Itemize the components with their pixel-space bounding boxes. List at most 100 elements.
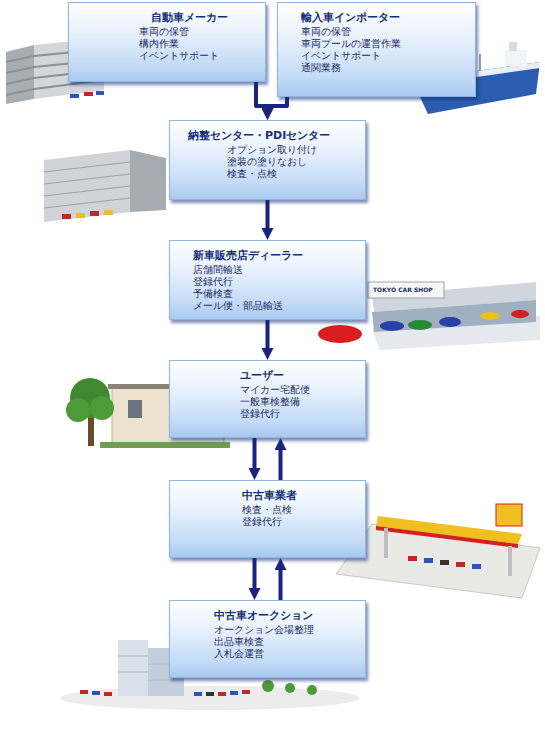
used-car-lot — [336, 504, 540, 598]
service-item: メール便・部品輸送 — [193, 300, 283, 312]
illustration-part — [92, 691, 100, 695]
box-heading: 自動車メーカー — [151, 10, 228, 25]
service-item: 登録代行 — [242, 516, 282, 528]
service-item: 登録代行 — [240, 408, 280, 420]
illustration-part — [80, 690, 88, 694]
illustration-part — [62, 214, 71, 219]
illustration-part — [96, 91, 104, 95]
service-item: 店舗間輸送 — [193, 264, 243, 276]
illustration-part — [242, 690, 250, 694]
illustration-part — [511, 310, 529, 318]
service-item: 塗装の塗りなおし — [227, 156, 307, 168]
illustration-part — [318, 325, 362, 343]
illustration-part — [60, 686, 360, 710]
illustration-part — [6, 89, 34, 95]
illustration-part — [44, 150, 130, 222]
flow-arrow — [267, 320, 268, 352]
illustration-part — [376, 526, 518, 548]
process-box: 納整センター・PDIセンターオプション取り付け塗装の塗りなおし検査・点検 — [169, 120, 366, 200]
arrow-line — [266, 200, 270, 232]
illustration-part — [104, 692, 112, 696]
illustration-part — [456, 562, 465, 567]
illustration-part — [130, 150, 166, 212]
service-item: オプション取り付け — [227, 144, 317, 156]
illustration-part — [44, 162, 130, 208]
illustration-part — [104, 210, 113, 215]
service-item: 出品車検査 — [214, 636, 264, 648]
sign-text: TOKYO CAR SHOP — [372, 286, 434, 293]
illustration-part — [368, 282, 444, 298]
box-heading: 新車販売店ディーラー — [193, 248, 303, 263]
illustration-part — [408, 556, 417, 561]
illustration-part — [66, 398, 90, 422]
process-box: 中古車オークションオークション会場整理出品車検査入札会運営 — [169, 600, 366, 678]
box-heading: 中古車オークション — [214, 608, 313, 623]
illustration-part — [90, 211, 99, 216]
illustration-part — [372, 300, 536, 332]
process-box: 中古車業者検査・点検登録代行 — [169, 480, 366, 558]
arrow-line — [253, 438, 257, 472]
service-item: マイカー宅配便 — [240, 384, 310, 396]
illustration-part — [128, 400, 142, 418]
flow-arrow — [267, 200, 268, 232]
arrow-line — [266, 320, 270, 352]
illustration-part — [206, 692, 214, 696]
service-item: 検査・点検 — [227, 168, 277, 180]
illustration-part — [118, 640, 148, 696]
illustration-part — [84, 92, 93, 96]
box-heading: 納整センター・PDIセンター — [188, 128, 330, 143]
illustration-part — [218, 692, 226, 696]
illustration-part — [70, 94, 79, 98]
service-item: 車両プールの運営作業 — [301, 38, 401, 50]
illustration-part — [307, 685, 317, 695]
illustration-part — [285, 683, 295, 693]
illustration-part — [505, 50, 527, 66]
illustration-part — [44, 186, 130, 196]
service-item: 構内作業 — [139, 38, 179, 50]
illustration-part — [384, 528, 388, 558]
illustration-part — [44, 162, 130, 172]
box-heading: ユーザー — [240, 368, 284, 383]
service-item: イベントサポート — [139, 50, 219, 62]
illustration-part — [439, 317, 461, 327]
process-box: 自動車メーカー車両の保管構内作業イベントサポート — [68, 2, 266, 82]
illustration-part — [496, 504, 522, 526]
illustration-part — [480, 312, 500, 320]
service-item: 予備検査 — [193, 288, 233, 300]
flow-arrow — [255, 438, 281, 480]
illustration-part — [100, 442, 230, 448]
illustration-part — [508, 546, 512, 576]
illustration-part — [118, 672, 148, 673]
flow-arrow — [268, 97, 288, 112]
illustration-part — [262, 680, 274, 692]
service-item: 登録代行 — [193, 276, 233, 288]
illustration-part — [76, 213, 85, 218]
illustration-part — [194, 692, 202, 696]
arrow-line — [279, 566, 283, 600]
illustration-part — [90, 396, 114, 420]
illustration-part — [118, 656, 148, 657]
process-box: ユーザーマイカー宅配便一般車検整備登録代行 — [169, 360, 366, 438]
process-box: 輸入車インポーター車両の保管車両プールの運営作業イベントサポート通関業務 — [277, 2, 476, 97]
pdi-building — [44, 150, 166, 222]
illustration-part — [440, 560, 449, 565]
illustration-part — [380, 321, 404, 331]
service-item: イベントサポート — [301, 50, 381, 62]
arrow-line — [253, 558, 257, 592]
illustration-part — [44, 174, 130, 184]
box-heading: 輸入車インポーター — [301, 10, 400, 25]
illustration-part — [6, 56, 34, 62]
illustration-part — [408, 320, 432, 330]
illustration-part — [6, 45, 34, 104]
illustration-part — [44, 198, 130, 208]
illustration-part — [509, 42, 517, 51]
box-heading: 中古車業者 — [242, 488, 297, 503]
flow-arrow — [255, 558, 281, 600]
illustration-part — [148, 680, 184, 681]
service-item: 一般車検整備 — [240, 396, 300, 408]
illustration-part — [230, 691, 238, 695]
arrow-line — [268, 97, 288, 112]
arrow-line — [279, 446, 283, 480]
process-box: 新車販売店ディーラー店舗間輸送登録代行予備検査メール便・部品輸送 — [169, 240, 366, 320]
